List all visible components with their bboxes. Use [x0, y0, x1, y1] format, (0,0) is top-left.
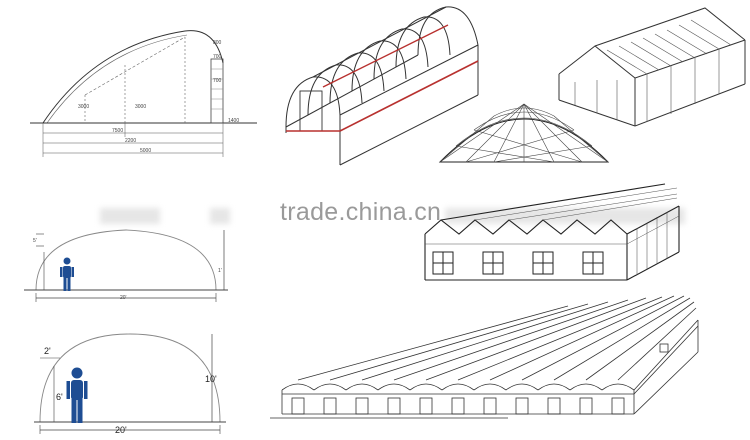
dim-label-8: 2200 [125, 138, 137, 144]
arch-large-height-label: 10' [205, 374, 217, 384]
dim-label-6: 1400 [228, 118, 240, 124]
dim-label-2: 3000 [135, 104, 147, 110]
blurred-strip-left [100, 208, 160, 224]
arch-large-offset-label: 2' [44, 346, 51, 356]
tunnel-cross-section-drawing [30, 30, 257, 157]
multi-span-greenhouse-drawing [270, 295, 699, 419]
arch-elevation-large-drawing [34, 333, 226, 434]
venlo-greenhouse-drawing [424, 183, 680, 281]
blurred-strip-left-2 [210, 208, 230, 224]
dim-label-4: 700 [213, 54, 222, 60]
geodesic-dome-drawing [438, 103, 610, 163]
dim-label-9: 5000 [140, 148, 152, 154]
hoop-frame-perspective-drawing [285, 6, 479, 166]
gable-greenhouse-drawing [558, 7, 746, 127]
dim-label-5: 700 [213, 78, 222, 84]
watermark-text: trade.china.cn [280, 198, 442, 226]
dim-label-1: 3000 [78, 104, 90, 110]
person-figure-small [60, 257, 74, 291]
dim-label-7: 7500 [112, 128, 124, 134]
arch-elevation-small-drawing [24, 229, 228, 302]
blurred-strip-right [445, 208, 685, 224]
dim-label-3: 800 [213, 40, 222, 46]
arch-large-person-height-label: 6' [56, 392, 63, 402]
arch-large-width-label: 20' [115, 425, 127, 435]
arch-small-top-label: 5' [33, 238, 37, 244]
person-figure-large [66, 367, 88, 423]
arch-small-width-label: 20' [120, 295, 127, 301]
arch-small-side-label: 1' [218, 268, 222, 274]
